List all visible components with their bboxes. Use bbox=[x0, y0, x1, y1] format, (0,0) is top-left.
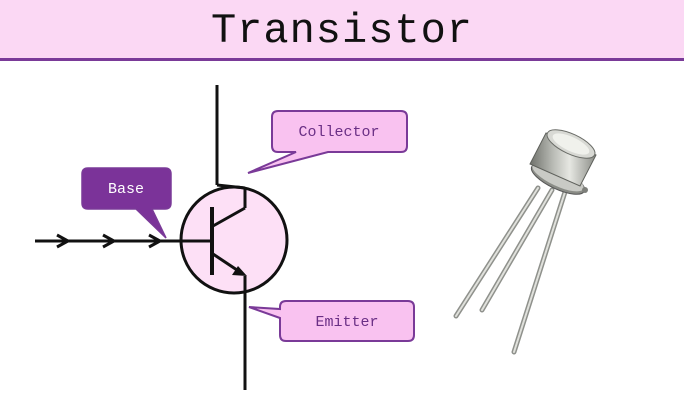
collector-label: Collector bbox=[298, 124, 379, 141]
base-wire-arrow-1 bbox=[56, 233, 72, 249]
emitter-label: Emitter bbox=[315, 314, 378, 331]
base-label: Base bbox=[108, 181, 144, 198]
title-banner: Transistor bbox=[0, 0, 684, 61]
collector-top-join bbox=[216, 183, 246, 190]
collector-lead bbox=[212, 206, 246, 228]
emitter-callout: Emitter bbox=[248, 300, 415, 342]
page-title: Transistor bbox=[210, 7, 474, 55]
transistor-component-image bbox=[453, 129, 597, 355]
base-callout: Base bbox=[81, 167, 172, 239]
emitter-arrowhead bbox=[232, 266, 247, 276]
emitter-lead bbox=[212, 252, 241, 274]
base-wire-arrow-2 bbox=[102, 233, 118, 249]
base-wire-arrow-3 bbox=[148, 233, 164, 249]
collector-callout: Collector bbox=[247, 110, 408, 174]
